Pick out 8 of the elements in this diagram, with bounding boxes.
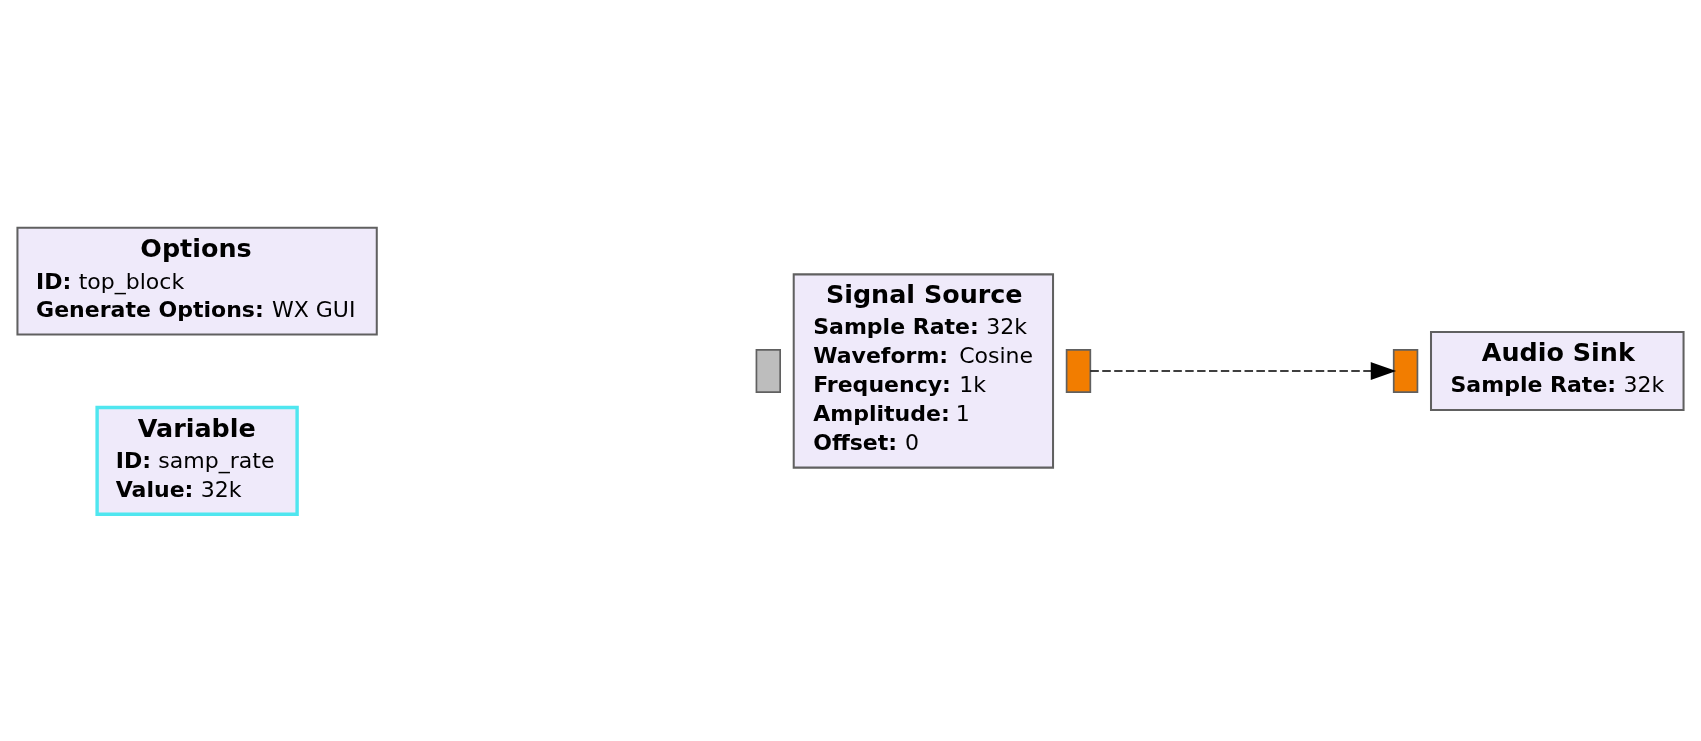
node-box [1065,348,1092,393]
node-box: Options ID: top_block Generate Options: WX GUI [16,226,378,336]
arrow [1089,361,1397,380]
node-box [1392,348,1419,393]
node-box: Audio Sink Sample Rate: 32k [1430,330,1685,411]
node-box: Variable ID: samp_rate Value: 32k [95,405,299,516]
node-box: Signal Source Sample Rate: 32k Waveform: Cosine Frequency: 1k Amplitude: 1 Offset: 0 [792,272,1055,469]
node-box [755,348,781,393]
